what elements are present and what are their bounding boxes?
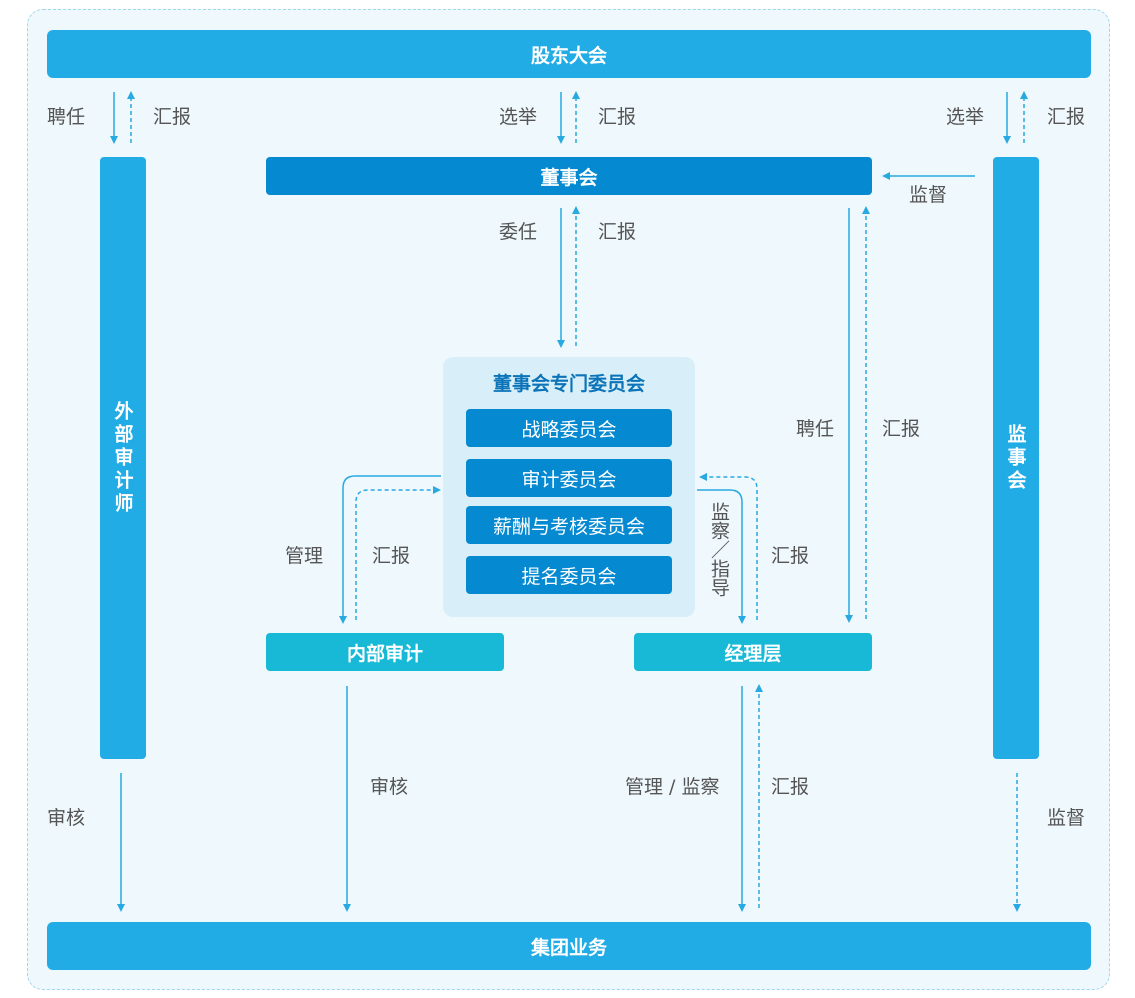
label-report-group: 汇报 — [771, 776, 810, 798]
remuneration-committee: 薪酬与考核委员会 — [466, 506, 672, 544]
label-elect-board: 选举 — [499, 106, 538, 128]
label-elect-supervisory: 选举 — [946, 106, 985, 128]
arrow-supervise-management — [697, 489, 746, 624]
arrow-manage-internal-audit — [339, 475, 441, 624]
arrow-report-internal-audit — [355, 486, 441, 620]
label-supervise-board: 监督 — [909, 184, 948, 206]
label-report-supervisory: 汇报 — [1047, 106, 1086, 128]
arrow-report-from-management — [699, 473, 758, 620]
label-appoint-auditor: 聘任 — [47, 106, 86, 128]
label-report-committees: 汇报 — [598, 221, 637, 243]
group-business: 集团业务 — [47, 922, 1091, 970]
label-report-auditor: 汇报 — [153, 106, 192, 128]
label-report-internal: 汇报 — [372, 545, 411, 567]
shareholders-meeting: 股东大会 — [47, 30, 1091, 78]
supervisory-board: 监事会 — [993, 157, 1039, 759]
board-committees-panel: 董事会专门委员会 战略委员会 审计委员会 薪酬与考核委员会 提名委员会 — [443, 357, 695, 617]
nomination-committee: 提名委员会 — [466, 556, 672, 594]
label-report-management: 汇报 — [882, 418, 921, 440]
label-appoint-management: 聘任 — [796, 418, 835, 440]
label-supervise-guide: 监察／指导 — [708, 502, 730, 597]
label-report-board: 汇报 — [598, 106, 637, 128]
board-of-directors: 董事会 — [266, 157, 872, 195]
label-manage-supervise: 管理 / 监察 — [625, 776, 720, 798]
management-layer: 经理层 — [634, 633, 872, 671]
label-audit-internal: 审核 — [370, 776, 409, 798]
strategy-committee: 战略委员会 — [466, 409, 672, 447]
label-audit-auditor: 审核 — [47, 807, 86, 829]
audit-committee: 审计委员会 — [466, 459, 672, 497]
label-entrust: 委任 — [499, 221, 538, 243]
external-auditor: 外部审计师 — [100, 157, 146, 759]
committees-title: 董事会专门委员会 — [492, 373, 645, 395]
label-manage-internal: 管理 — [285, 545, 324, 567]
internal-audit: 内部审计 — [266, 633, 504, 671]
label-report-from-management: 汇报 — [771, 545, 810, 567]
label-supervise-group: 监督 — [1047, 807, 1086, 829]
